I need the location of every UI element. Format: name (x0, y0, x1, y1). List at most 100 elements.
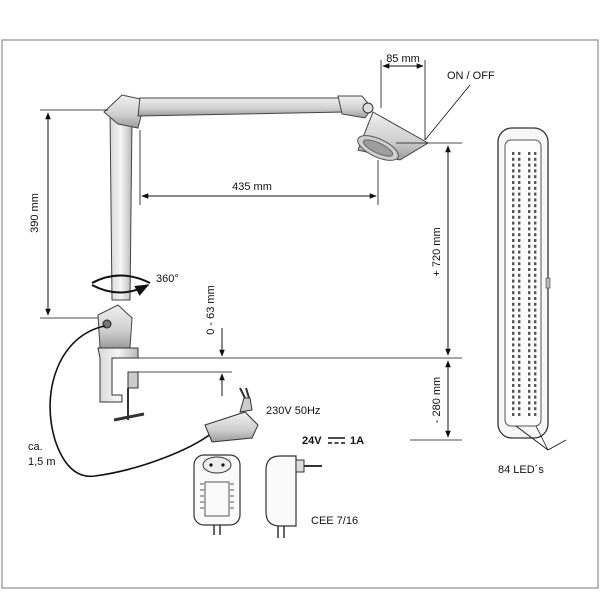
led-dot (512, 186, 515, 190)
led-dot (518, 343, 521, 347)
led-dot (512, 273, 515, 277)
led-dot (512, 227, 515, 231)
led-dot (528, 268, 531, 271)
led-dot (534, 413, 537, 416)
led-dot (518, 331, 521, 335)
led-dot (518, 384, 521, 387)
led-dot (512, 239, 515, 242)
led-dot (528, 384, 531, 387)
led-dot (518, 320, 521, 324)
led-dot (518, 198, 521, 202)
led-dot (528, 244, 531, 248)
clamp-range-label: 0 - 63 mm (205, 285, 217, 335)
led-dot (534, 198, 537, 202)
led-dot (518, 355, 521, 358)
led-dot (534, 407, 537, 411)
led-dot (512, 343, 515, 347)
adapter-pin-2 (245, 387, 250, 399)
led-dot (512, 331, 515, 335)
led-dot (528, 355, 531, 358)
led-dot (534, 210, 537, 213)
led-dot (534, 181, 537, 184)
led-dot (512, 320, 515, 324)
led-dot (534, 401, 537, 405)
led-dot (528, 401, 531, 405)
led-dot (534, 372, 537, 376)
led-dot (534, 279, 537, 283)
led-dot (512, 372, 515, 376)
led-dot (528, 198, 531, 202)
frame-border (1, 39, 599, 589)
power-adapter-side (265, 455, 322, 538)
led-dot (534, 343, 537, 347)
led-dot (528, 302, 531, 306)
power-adapter-angled (204, 387, 259, 443)
power-cable (49, 325, 213, 478)
led-dot (528, 221, 531, 225)
led-dot (528, 163, 531, 167)
switch-leader (424, 84, 471, 141)
switch-label: ON / OFF (447, 70, 495, 82)
led-dot (518, 221, 521, 225)
led-dot (528, 326, 531, 329)
led-dot (534, 308, 537, 312)
led-dot (518, 210, 521, 213)
led-dot (528, 349, 531, 353)
adapter-front-label (204, 481, 230, 517)
table-clamp (97, 347, 139, 403)
led-panel (497, 127, 551, 439)
led-dot (518, 244, 521, 248)
lamp-lens-inner (362, 139, 394, 157)
led-dot (512, 169, 515, 173)
power-adapter-front (193, 454, 241, 535)
led-dot (528, 314, 531, 318)
led-dot (518, 186, 521, 190)
led-dot (528, 233, 531, 237)
led-dot (528, 320, 531, 324)
led-dot (518, 215, 521, 219)
led-dot (512, 181, 515, 184)
clamp-screw-head (127, 371, 139, 389)
reach-down-label: - 280 mm (431, 377, 443, 423)
led-dot (512, 337, 515, 341)
led-dot (528, 239, 531, 242)
led-dot (518, 273, 521, 277)
led-dot (528, 343, 531, 347)
led-dot (534, 349, 537, 353)
led-dot (528, 169, 531, 173)
led-dot (512, 314, 515, 318)
led-dot (512, 268, 515, 271)
led-dot (518, 256, 521, 260)
adapter-pin-1 (239, 387, 246, 399)
led-dot (528, 186, 531, 190)
led-dot (512, 349, 515, 353)
adapter-side-plug (295, 459, 305, 473)
led-dot (528, 175, 531, 179)
led-dot (534, 152, 537, 155)
led-dot (534, 302, 537, 306)
led-dot (528, 250, 531, 254)
led-dot (512, 279, 515, 283)
led-dot (518, 337, 521, 341)
adapter-front-vents (200, 483, 234, 509)
led-dot (518, 204, 521, 208)
led-dot (534, 314, 537, 318)
led-dot (518, 192, 521, 196)
led-dot (534, 320, 537, 324)
led-dot (534, 215, 537, 219)
led-dot (528, 215, 531, 219)
led-dot (534, 378, 537, 382)
led-dot (534, 227, 537, 231)
led-dot (534, 256, 537, 260)
led-dot (528, 308, 531, 312)
led-dot (518, 372, 521, 376)
led-dot (534, 233, 537, 237)
led-dot (512, 291, 515, 295)
led-dot (512, 163, 515, 167)
led-dot (512, 395, 515, 399)
clamp-housing (97, 304, 133, 349)
led-dot (528, 395, 531, 399)
led-dot (534, 389, 537, 393)
led-dot (512, 360, 515, 364)
led-dot (528, 291, 531, 295)
